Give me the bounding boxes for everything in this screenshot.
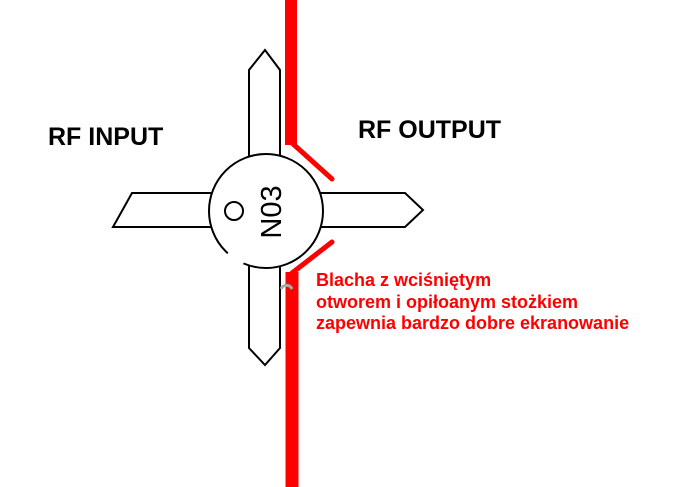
component-marking: N03 xyxy=(256,185,288,238)
right-lead-output xyxy=(317,192,425,228)
package-body xyxy=(208,153,324,269)
shield-plate xyxy=(285,0,335,487)
shield-bottom-bevel xyxy=(289,239,335,276)
left-lead-input xyxy=(111,192,216,228)
rf-input-label: RF INPUT xyxy=(48,123,164,151)
note-line: zapewnia bardzo dobre ekranowanie xyxy=(316,313,630,333)
note-line: otworem i opiłoanym stożkiem xyxy=(316,291,579,312)
orientation-dot xyxy=(224,201,244,221)
shield-note: Blacha z wciśniętym otworem i opiłoanym … xyxy=(316,270,629,335)
note-line: Blacha z wciśniętym xyxy=(316,270,492,290)
hole-edge-mark xyxy=(279,283,294,290)
transistor-package xyxy=(111,48,425,367)
rf-output-label: RF OUTPUT xyxy=(358,116,502,144)
bottom-lead xyxy=(248,261,281,367)
shield-top-bevel xyxy=(289,140,335,182)
top-lead xyxy=(248,48,281,159)
body-gap xyxy=(226,251,245,266)
